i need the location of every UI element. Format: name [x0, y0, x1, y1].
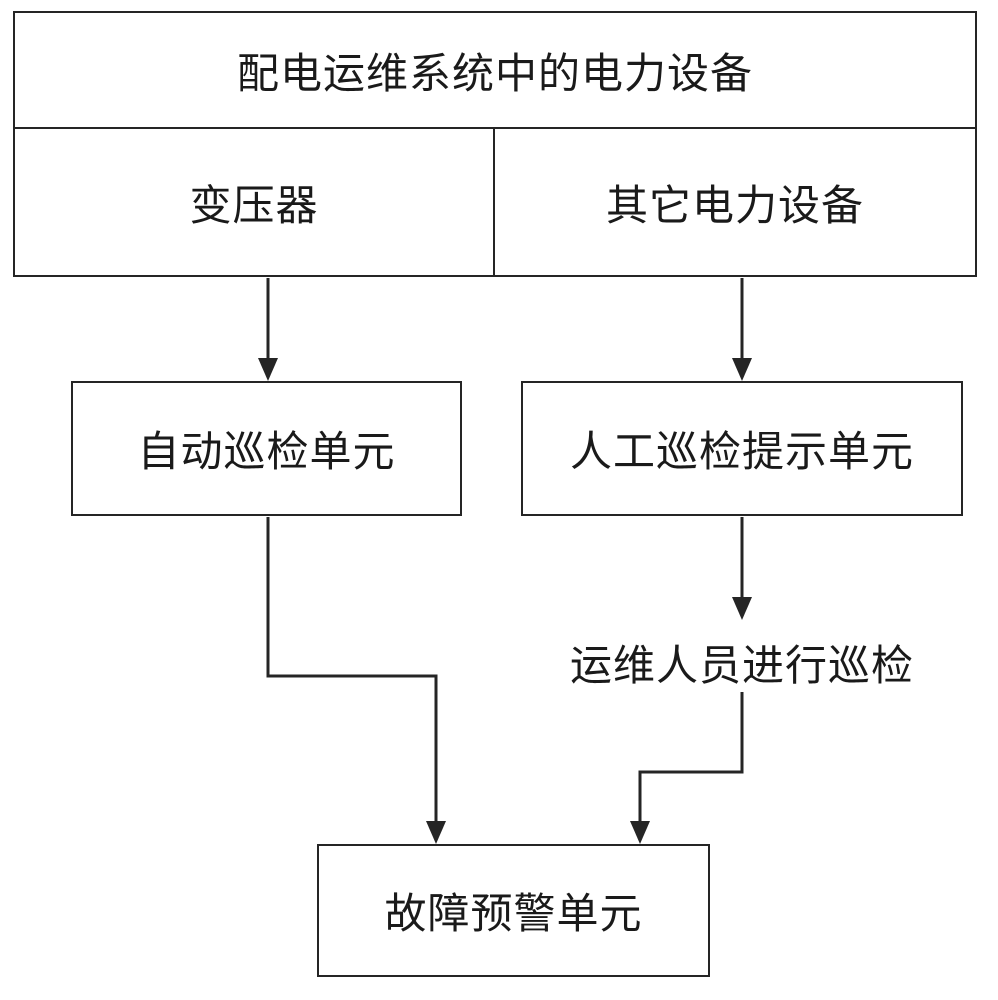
node-transformer: 变压器 — [189, 180, 319, 230]
edge-transformer-to-auto-inspection — [258, 278, 278, 381]
edge-other-equipment-to-manual-prompt — [732, 278, 752, 381]
edge-staff-inspection-to-fault-alarm — [630, 692, 744, 844]
edge-manual-prompt-to-staff-inspection — [732, 517, 752, 620]
edge-auto-inspection-to-fault-alarm — [266, 517, 446, 844]
node-fault-alarm-unit: 故障预警单元 — [317, 844, 710, 977]
node-other-power-equipment: 其它电力设备 — [605, 180, 864, 230]
node-auto-inspection-unit: 自动巡检单元 — [71, 381, 462, 516]
node-power-equipment-title: 配电运维系统中的电力设备 — [236, 48, 753, 98]
group-vertical-divider — [493, 128, 495, 277]
node-staff-performs-inspection: 运维人员进行巡检 — [569, 640, 914, 690]
node-manual-inspection-prompt-unit: 人工巡检提示单元 — [521, 381, 963, 516]
equipment-group-frame — [13, 11, 977, 277]
group-horizontal-divider — [13, 127, 977, 129]
